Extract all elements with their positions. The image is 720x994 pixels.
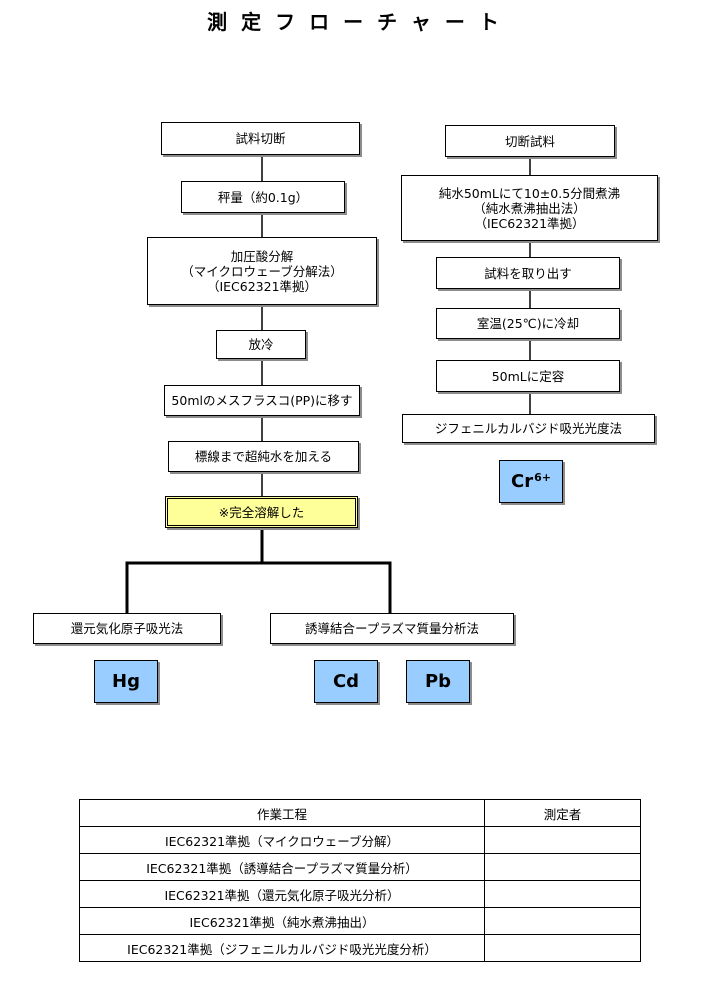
operator-cell[interactable] <box>484 934 641 962</box>
step-sample-cutting: 試料切断 <box>161 122 360 155</box>
header-process: 作業工程 <box>79 799 485 827</box>
method-icp-ms: 誘導結合ープラズマ質量分析法 <box>270 613 514 644</box>
operator-cell[interactable] <box>484 907 641 935</box>
table-row: IEC62321準拠（ジフェニルカルバジド吸光光度分析） <box>79 934 641 962</box>
step-remove-sample: 試料を取り出す <box>436 257 620 289</box>
table-row: IEC62321準拠（マイクロウェーブ分解） <box>79 826 641 854</box>
operator-cell[interactable] <box>484 826 641 854</box>
table-row: IEC62321準拠（誘導結合ープラズマ質量分析） <box>79 853 641 881</box>
operator-cell[interactable] <box>484 880 641 908</box>
result-pb: Pb <box>406 660 470 703</box>
step-cool-room-temp: 室温(25℃)に冷却 <box>436 308 620 339</box>
method-diphenylcarbazide: ジフェニルカルバジド吸光光度法 <box>402 414 655 443</box>
table-header-row: 作業工程 測定者 <box>79 799 641 827</box>
process-cell: IEC62321準拠（還元気化原子吸光分析） <box>79 880 485 908</box>
process-cell: IEC62321準拠（マイクロウェーブ分解） <box>79 826 485 854</box>
branch-split <box>125 561 392 613</box>
table-row: IEC62321準拠（純水煮沸抽出） <box>79 907 641 935</box>
step-boiling-extraction: 純水50mLにて10±0.5分間煮沸 （純水煮沸抽出法） （IEC62321準拠… <box>401 175 658 241</box>
method-cold-vapor-aas: 還元気化原子吸光法 <box>33 613 221 644</box>
step-fully-dissolved: ※完全溶解した <box>165 496 358 528</box>
step-transfer-flask: 50mlのメスフラスコ(PP)に移す <box>164 385 360 416</box>
work-log-table: 作業工程 測定者 IEC62321準拠（マイクロウェーブ分解） IEC62321… <box>79 799 641 962</box>
step-cut-sample: 切断試料 <box>445 125 615 157</box>
header-operator: 測定者 <box>484 799 641 827</box>
process-cell: IEC62321準拠（誘導結合ープラズマ質量分析） <box>79 853 485 881</box>
process-cell: IEC62321準拠（ジフェニルカルバジド吸光光度分析） <box>79 934 485 962</box>
result-cd: Cd <box>314 660 378 703</box>
operator-cell[interactable] <box>484 853 641 881</box>
step-acid-digestion: 加圧酸分解 （マイクロウェーブ分解法） （IEC62321準拠） <box>147 237 377 305</box>
step-add-water: 標線まで超純水を加える <box>168 441 359 472</box>
step-make-up-volume: 50mLに定容 <box>436 360 620 392</box>
step-cooling: 放冷 <box>216 330 306 359</box>
table-row: IEC62321準拠（還元気化原子吸光分析） <box>79 880 641 908</box>
page-title: 測定フローチャート <box>207 10 513 34</box>
process-cell: IEC62321準拠（純水煮沸抽出） <box>79 907 485 935</box>
result-hg: Hg <box>94 660 158 703</box>
step-weighing: 秤量（約0.1g） <box>181 181 345 213</box>
